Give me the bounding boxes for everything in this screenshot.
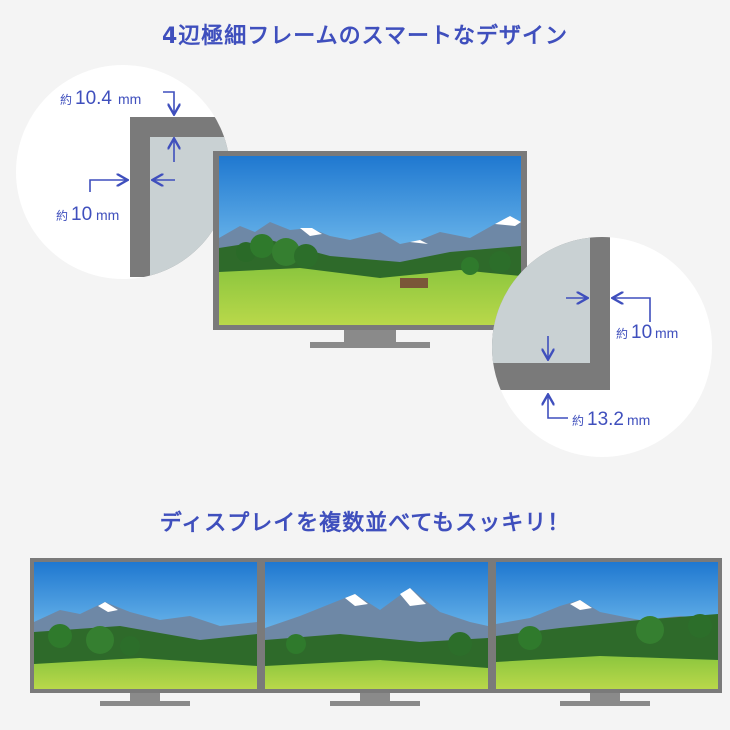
svg-text:約: 約: [616, 326, 628, 341]
bottom-right-dimension-arrows: [548, 298, 651, 419]
center-monitor: [213, 151, 527, 348]
svg-text:mm: mm: [118, 91, 141, 107]
svg-text:mm: mm: [655, 325, 678, 341]
svg-text:mm: mm: [627, 412, 650, 428]
svg-text:mm: mm: [96, 207, 119, 223]
top-left-dimension-arrows: [89, 91, 175, 192]
svg-text:10: 10: [71, 204, 92, 225]
top-left-labels: 約 10.4 mm 約 10 mm: [56, 88, 141, 225]
bottom-right-labels: 約 10 mm 約 13.2 mm: [572, 322, 678, 430]
svg-text:10.4: 10.4: [75, 88, 112, 109]
multi-display-heading: ディスプレイを複数並べてもスッキリ！: [159, 511, 571, 536]
frame-design-heading: 4辺極細フレームのスマートなデザイン: [162, 24, 568, 49]
svg-text:約: 約: [572, 413, 584, 428]
svg-text:約: 約: [60, 92, 72, 107]
landscape-screen: [219, 156, 521, 325]
svg-text:約: 約: [56, 208, 68, 223]
monitor-right: [492, 558, 722, 706]
svg-text:10: 10: [631, 322, 652, 343]
monitor-middle: [261, 558, 492, 706]
monitor-left: [30, 558, 261, 706]
svg-text:13.2: 13.2: [587, 409, 624, 430]
